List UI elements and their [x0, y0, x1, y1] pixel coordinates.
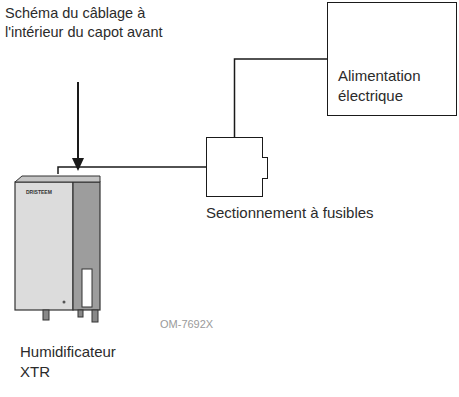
node-label: Humidificateur XTR [20, 342, 130, 381]
power-supply-box: Alimentation électrique [327, 2, 457, 116]
disconnect-box [206, 137, 263, 197]
drawing-number: OM-7692X [160, 318, 213, 331]
humidifier-unit: Humidificateur XTR [12, 174, 104, 330]
callout-text: Schéma du câblage à l'intérieur du capot… [5, 4, 170, 42]
humidifier-drawing [12, 174, 104, 330]
arrow-head [72, 158, 84, 171]
node-label: Sectionnement à fusibles [206, 203, 436, 223]
fused-disconnect: Sectionnement à fusibles [206, 137, 263, 197]
brand-logo: DRISTEEM [26, 190, 52, 195]
wire [235, 59, 328, 137]
leader-line [77, 82, 79, 160]
disconnect-handle [262, 157, 268, 179]
node-label: Alimentation électrique [338, 66, 448, 105]
wire [58, 167, 206, 174]
